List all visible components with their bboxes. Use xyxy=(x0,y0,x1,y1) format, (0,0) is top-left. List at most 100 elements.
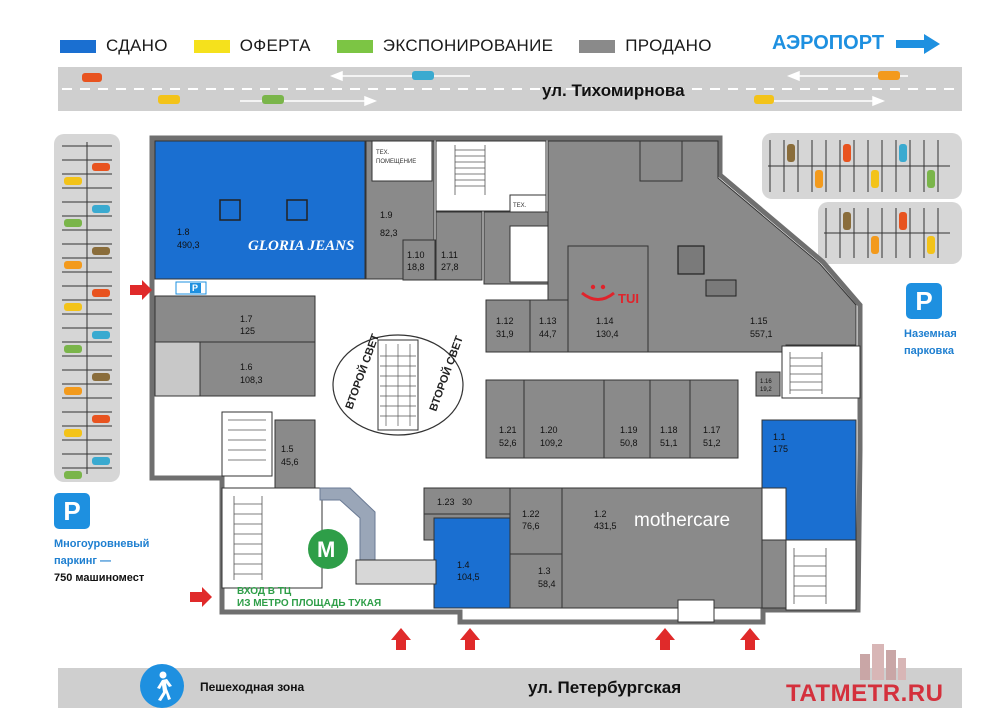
parking-icon-small xyxy=(190,283,201,293)
unit-1-16[interactable] xyxy=(755,371,781,397)
unit-1-2-area: 431,5 xyxy=(594,521,617,531)
metro-letter: M xyxy=(317,537,335,562)
unit-1-22-area: 76,6 xyxy=(522,521,540,531)
unit-1-6-area: 108,3 xyxy=(240,375,263,385)
unit-1-21-id: 1.21 xyxy=(499,425,517,435)
legend-label: СДАНО xyxy=(106,36,168,55)
unit-1-23-area: 30 xyxy=(462,497,472,507)
entrance-arrows xyxy=(130,280,760,650)
unit-1-5[interactable] xyxy=(274,419,316,489)
unit-1-2-id: 1.2 xyxy=(594,509,607,519)
unit-1-6[interactable] xyxy=(199,341,316,397)
brand-tui-logo xyxy=(581,284,615,301)
legend-swatch-leased xyxy=(60,39,96,53)
unit-1-17-id: 1.17 xyxy=(703,425,721,435)
entrance-arrow-icon xyxy=(130,280,152,300)
unit-1-16-area: 19,2 xyxy=(760,387,772,393)
brand-mothercare: mothercare xyxy=(634,510,730,531)
brand-tui: TUI xyxy=(618,291,639,306)
airport-direction: АЭРОПОРТ xyxy=(772,32,944,55)
walking-person-icon xyxy=(157,671,172,701)
unit-1-18-id: 1.18 xyxy=(660,425,678,435)
tech-room-label: ПОМЕЩЕНИЕ xyxy=(376,159,416,165)
ground-parking-icon: P xyxy=(906,283,942,319)
column xyxy=(677,245,705,275)
unit-1-13[interactable] xyxy=(529,299,569,353)
unit-1-14-id: 1.14 xyxy=(596,316,614,326)
unit-1-4-id: 1.4 xyxy=(457,560,470,570)
elevator-core xyxy=(509,225,549,283)
central-row xyxy=(485,379,739,459)
tech-room-label: ТЕХ. xyxy=(376,150,390,156)
unit-1-12[interactable] xyxy=(485,299,531,353)
unit-1-18-area: 51,1 xyxy=(660,438,678,448)
legend-swatch-sold xyxy=(579,39,616,53)
entrance-arrow-icon xyxy=(460,628,480,650)
legend: СДАНО ОФЕРТА ЭКСПОНИРОВАНИЕ ПРОДАНО xyxy=(60,34,738,58)
unit-1-2[interactable] xyxy=(561,487,763,609)
unit-1-19-id: 1.19 xyxy=(620,425,638,435)
unit-1-4-area: 104,5 xyxy=(457,572,480,582)
entrance-arrow-icon xyxy=(190,587,212,607)
unit-1-7-area: 125 xyxy=(240,326,255,336)
unit-1-4[interactable] xyxy=(433,517,511,609)
legend-item-exposition: ЭКСПОНИРОВАНИЕ xyxy=(336,36,553,56)
pedestrian-icon xyxy=(140,664,184,708)
unit-1-15-area: 557,1 xyxy=(750,329,773,339)
unit-1-10[interactable] xyxy=(402,239,436,281)
legend-swatch-exposition xyxy=(336,39,373,53)
parking-letter-small: P xyxy=(192,283,198,293)
unit-1-11-id: 1.11 xyxy=(441,250,458,260)
multilevel-parking-line3: 750 машиномест xyxy=(54,572,145,584)
unit-1-20-id: 1.20 xyxy=(540,425,558,435)
unit-1-13-area: 44,7 xyxy=(539,329,557,339)
unit-1-8-area: 490,3 xyxy=(177,240,200,250)
pedestrian-zone-label: Пешеходная зона xyxy=(200,680,305,694)
unit-1-5-area: 45,6 xyxy=(281,457,299,467)
entrance-arrow-icon xyxy=(740,628,760,650)
multilevel-parking-label: Многоуровневый паркинг — 750 машиномест xyxy=(54,536,149,587)
stair-core-east xyxy=(781,345,861,399)
unit-1-5-id: 1.5 xyxy=(281,444,294,454)
unit-1-11-area: 27,8 xyxy=(441,262,459,272)
column xyxy=(705,279,737,297)
unit-1-14-area: 130,4 xyxy=(596,329,619,339)
legend-item-leased: СДАНО xyxy=(60,36,168,56)
metro-entrance-line2: ИЗ МЕТРО ПЛОЩАДЬ ТУКАЯ xyxy=(237,598,381,609)
unit-1-3-id: 1.3 xyxy=(538,566,551,576)
unit-1-7[interactable] xyxy=(154,295,316,343)
airport-label: АЭРОПОРТ xyxy=(772,32,885,54)
unit-1-14[interactable] xyxy=(567,245,649,353)
metro-entrance-line1: ВХОД В ТЦ xyxy=(237,586,292,597)
unit-1-8[interactable] xyxy=(154,140,366,280)
ground-parking-label: Наземная парковка xyxy=(904,326,957,360)
unit-1-10-area: 18,8 xyxy=(407,262,425,272)
tech-room-label: ТЕХ. xyxy=(513,203,527,209)
unit-1-23-id: 1.23 xyxy=(437,497,455,507)
unit-1-13-id: 1.13 xyxy=(539,316,557,326)
south-entrance-door xyxy=(677,599,715,623)
unit-1-20-area: 109,2 xyxy=(540,438,563,448)
unit-1-17[interactable] xyxy=(689,379,739,459)
legend-swatch-offer xyxy=(193,39,230,53)
unit-1-11[interactable] xyxy=(435,211,483,281)
legend-label: ПРОДАНО xyxy=(625,36,712,55)
unit-1-7-id: 1.7 xyxy=(240,314,253,324)
unit-1-9-id: 1.9 xyxy=(380,210,393,220)
watermark-text: TATMETR.RU xyxy=(786,680,944,707)
unit-1-3-area: 58,4 xyxy=(538,579,556,589)
brand-gloria-jeans: GLORIA JEANS xyxy=(248,238,354,254)
multilevel-parking-line1: Многоуровневый xyxy=(54,538,150,550)
metro-logo-icon xyxy=(308,529,348,569)
unit-1-15-id: 1.15 xyxy=(750,316,768,326)
unit-1-19-area: 50,8 xyxy=(620,438,638,448)
unit-1-1-area: 175 xyxy=(773,444,788,454)
column xyxy=(286,199,308,221)
bottom-road xyxy=(58,668,962,708)
entrance-arrow-icon xyxy=(655,628,675,650)
stair-core-south-east xyxy=(785,539,857,611)
west-corridor xyxy=(154,341,201,397)
stair-core-metro xyxy=(221,487,323,589)
legend-item-offer: ОФЕРТА xyxy=(193,36,311,56)
